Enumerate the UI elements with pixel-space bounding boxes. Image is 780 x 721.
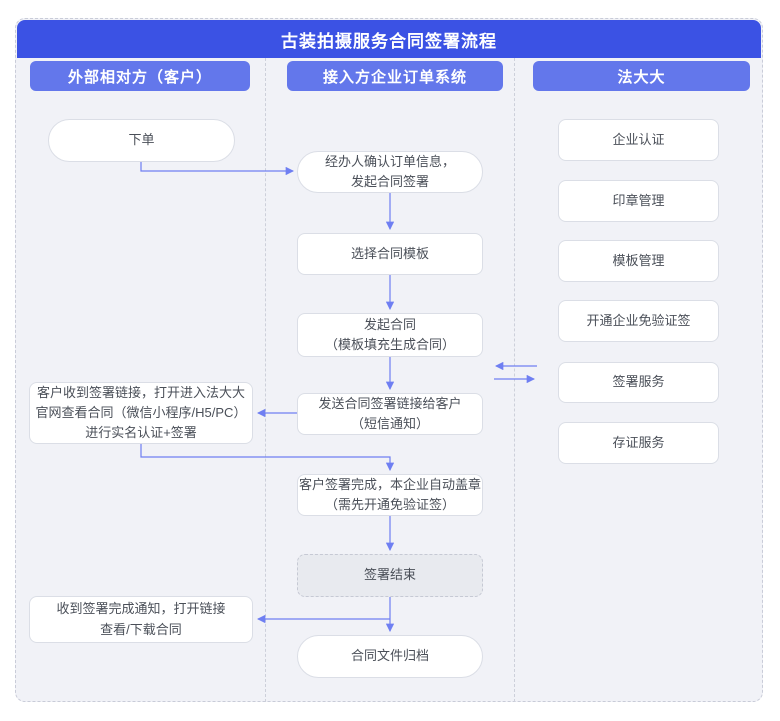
node-confirm-order: 经办人确认订单信息， 发起合同签署 <box>297 151 483 193</box>
lane-separator-1 <box>265 58 266 702</box>
node-sign-end: 签署结束 <box>297 554 483 597</box>
lane-header-fadada-label: 法大大 <box>617 68 666 86</box>
diagram-title-bar: 古装拍摄服务合同签署流程 <box>17 20 761 58</box>
lane-header-customer: 外部相对方（客户） <box>30 61 250 91</box>
lane-header-enterprise: 接入方企业订单系统 <box>287 61 503 91</box>
node-receive-done-notice: 收到签署完成通知，打开链接 查看/下载合同 <box>29 596 253 643</box>
node-archive: 合同文件归档 <box>297 635 483 678</box>
lane-header-customer-label: 外部相对方（客户） <box>67 68 212 86</box>
lane-header-fadada: 法大大 <box>533 61 750 91</box>
lane-header-enterprise-label: 接入方企业订单系统 <box>322 68 467 86</box>
node-enterprise-auth: 企业认证 <box>558 119 719 161</box>
node-initiate-contract: 发起合同 （模板填充生成合同） <box>297 313 483 357</box>
node-template-management: 模板管理 <box>558 240 719 282</box>
node-seal-management: 印章管理 <box>558 180 719 222</box>
node-customer-receive-link: 客户收到签署链接，打开进入法大大 官网查看合同（微信小程序/H5/PC） 进行实… <box>29 382 253 444</box>
node-sign-service: 签署服务 <box>558 362 719 403</box>
node-evidence-service: 存证服务 <box>558 422 719 464</box>
node-place-order: 下单 <box>48 119 235 162</box>
diagram-title: 古装拍摄服务合同签署流程 <box>281 31 497 51</box>
node-customer-signed: 客户签署完成，本企业自动盖章 （需先开通免验证签） <box>297 474 483 516</box>
node-select-template: 选择合同模板 <box>297 233 483 275</box>
node-enable-no-verify-sign: 开通企业免验证签 <box>558 300 719 342</box>
lane-separator-2 <box>514 58 515 702</box>
node-send-sign-link: 发送合同签署链接给客户 （短信通知） <box>297 393 483 435</box>
